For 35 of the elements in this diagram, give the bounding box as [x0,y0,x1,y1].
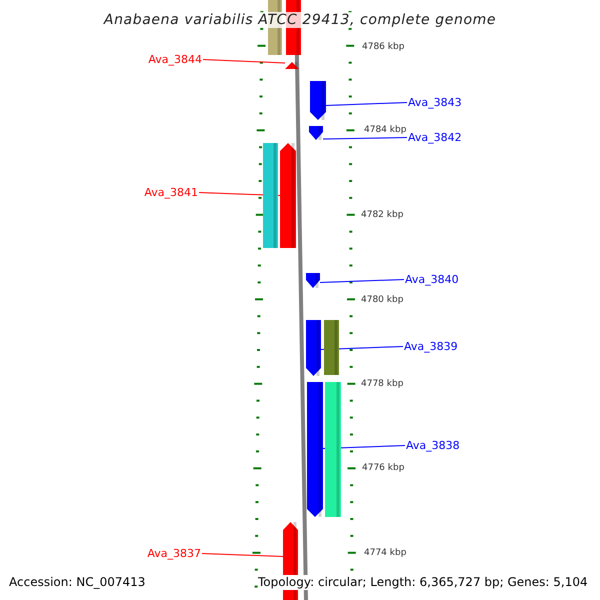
gene-label: Ava_3840 [405,273,459,286]
scale-label: 4784 kbp [364,125,406,135]
scale-label: 4782 kbp [361,210,404,220]
gene-label: Ava_3838 [406,439,460,452]
leader-line [326,102,408,106]
gene-label: Ava_3842 [408,131,462,144]
scale-label: 4778 kbp [361,379,404,389]
genome-summary-text: Topology: circular; Length: 6,365,727 bp; Genes: 5,104 [258,575,588,590]
feature-bar [325,382,341,517]
gene-segment [310,81,326,120]
gene-segment [307,382,323,517]
gene-segment [285,62,299,69]
scale-label: 4780 kbp [361,295,404,305]
scale-label: 4776 kbp [362,463,404,473]
gene-label: Ava_3839 [404,340,458,353]
leader-line [202,59,286,64]
gene-segment [309,126,323,140]
feature-bar [263,143,278,248]
gene-segment [280,143,296,248]
leader-line [322,137,408,140]
scale-label: 4786 kbp [362,42,404,52]
gene-segment [306,320,321,376]
gene-segment [306,273,320,288]
leader-line [320,279,404,283]
accession-text: Accession: NC_007413 [9,575,146,590]
gene-label: Ava_3844 [148,53,202,66]
feature-bar [324,320,339,375]
gene-label: Ava_3843 [408,96,462,109]
gene-label: Ava_3841 [144,186,198,199]
leader-line [322,445,406,449]
leader-line [198,192,280,196]
leader-line [202,553,284,557]
gene-label: Ava_3837 [147,547,201,560]
leader-line [320,346,404,350]
scale-label: 4774 kbp [364,548,406,558]
